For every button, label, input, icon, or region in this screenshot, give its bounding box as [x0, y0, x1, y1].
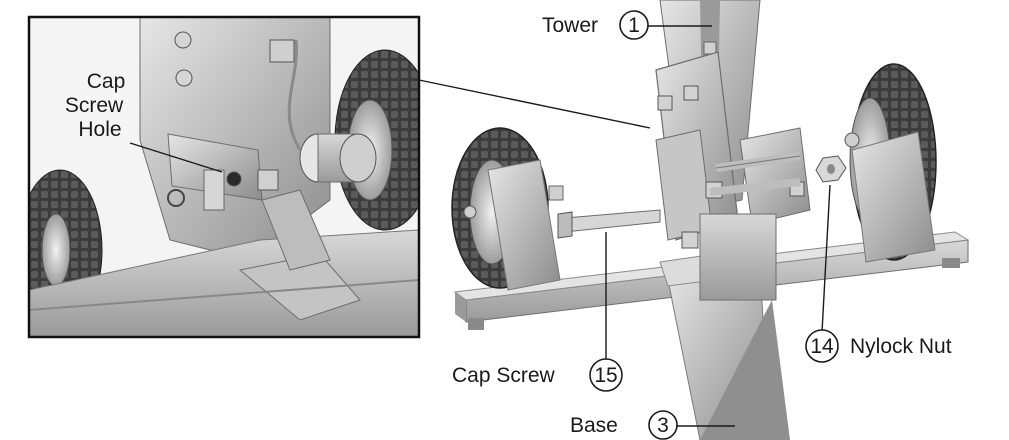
callout-base-number: 3: [657, 414, 669, 437]
inset-receiver-tube: [299, 133, 377, 183]
cap-screw-hole-label: Cap Screw Hole: [44, 66, 223, 173]
cap-screw: [557, 209, 661, 239]
callout-nylock-nut: 14 Nylock Nut: [805, 184, 952, 363]
callout-cap-screw: Cap Screw 15: [452, 232, 623, 392]
nylock-nut: [815, 155, 847, 183]
inset-pointer-line: [418, 79, 651, 129]
callout-cap-screw-text: Cap Screw: [452, 364, 556, 387]
callout-nylock-number: 14: [810, 335, 834, 358]
inset-base-frame: [29, 189, 419, 337]
cap-screw-hole-label-line1: Cap: [87, 70, 126, 93]
left-wheel-bracket: [487, 159, 564, 291]
right-wheel-bracket: [851, 131, 936, 263]
cap-screw-hole-label-line2: Screw: [65, 94, 124, 117]
callout-base-text: Base: [570, 414, 618, 437]
callout-tower-number: 1: [628, 14, 640, 37]
detail-inset: Cap Screw Hole: [27, 15, 421, 339]
callout-nylock-circle: [805, 329, 839, 363]
inset-hole-bracket: [167, 133, 279, 211]
callout-tower-circle: [619, 10, 649, 40]
main-assembly: [451, 0, 970, 440]
callout-nylock-leader: [821, 184, 831, 333]
callout-base-circle: [648, 410, 678, 440]
inset-border: [27, 15, 421, 339]
callout-nylock-text: Nylock Nut: [850, 335, 952, 358]
tower-mount-plates: [655, 51, 811, 301]
base-pad-left: [468, 318, 484, 330]
callout-cap-screw-number: 15: [594, 364, 617, 387]
cap-screw-hole-label-line3: Hole: [78, 118, 121, 141]
callout-tower-text: Tower: [542, 14, 598, 37]
base-pad-right: [942, 258, 960, 268]
callout-cap-screw-circle: [589, 358, 623, 392]
cap-screw-hole-leader: [129, 142, 223, 173]
callout-tower: Tower 1: [542, 10, 712, 40]
callout-base: Base 3: [570, 410, 735, 440]
inset-cap-screw-hole: [226, 171, 242, 187]
